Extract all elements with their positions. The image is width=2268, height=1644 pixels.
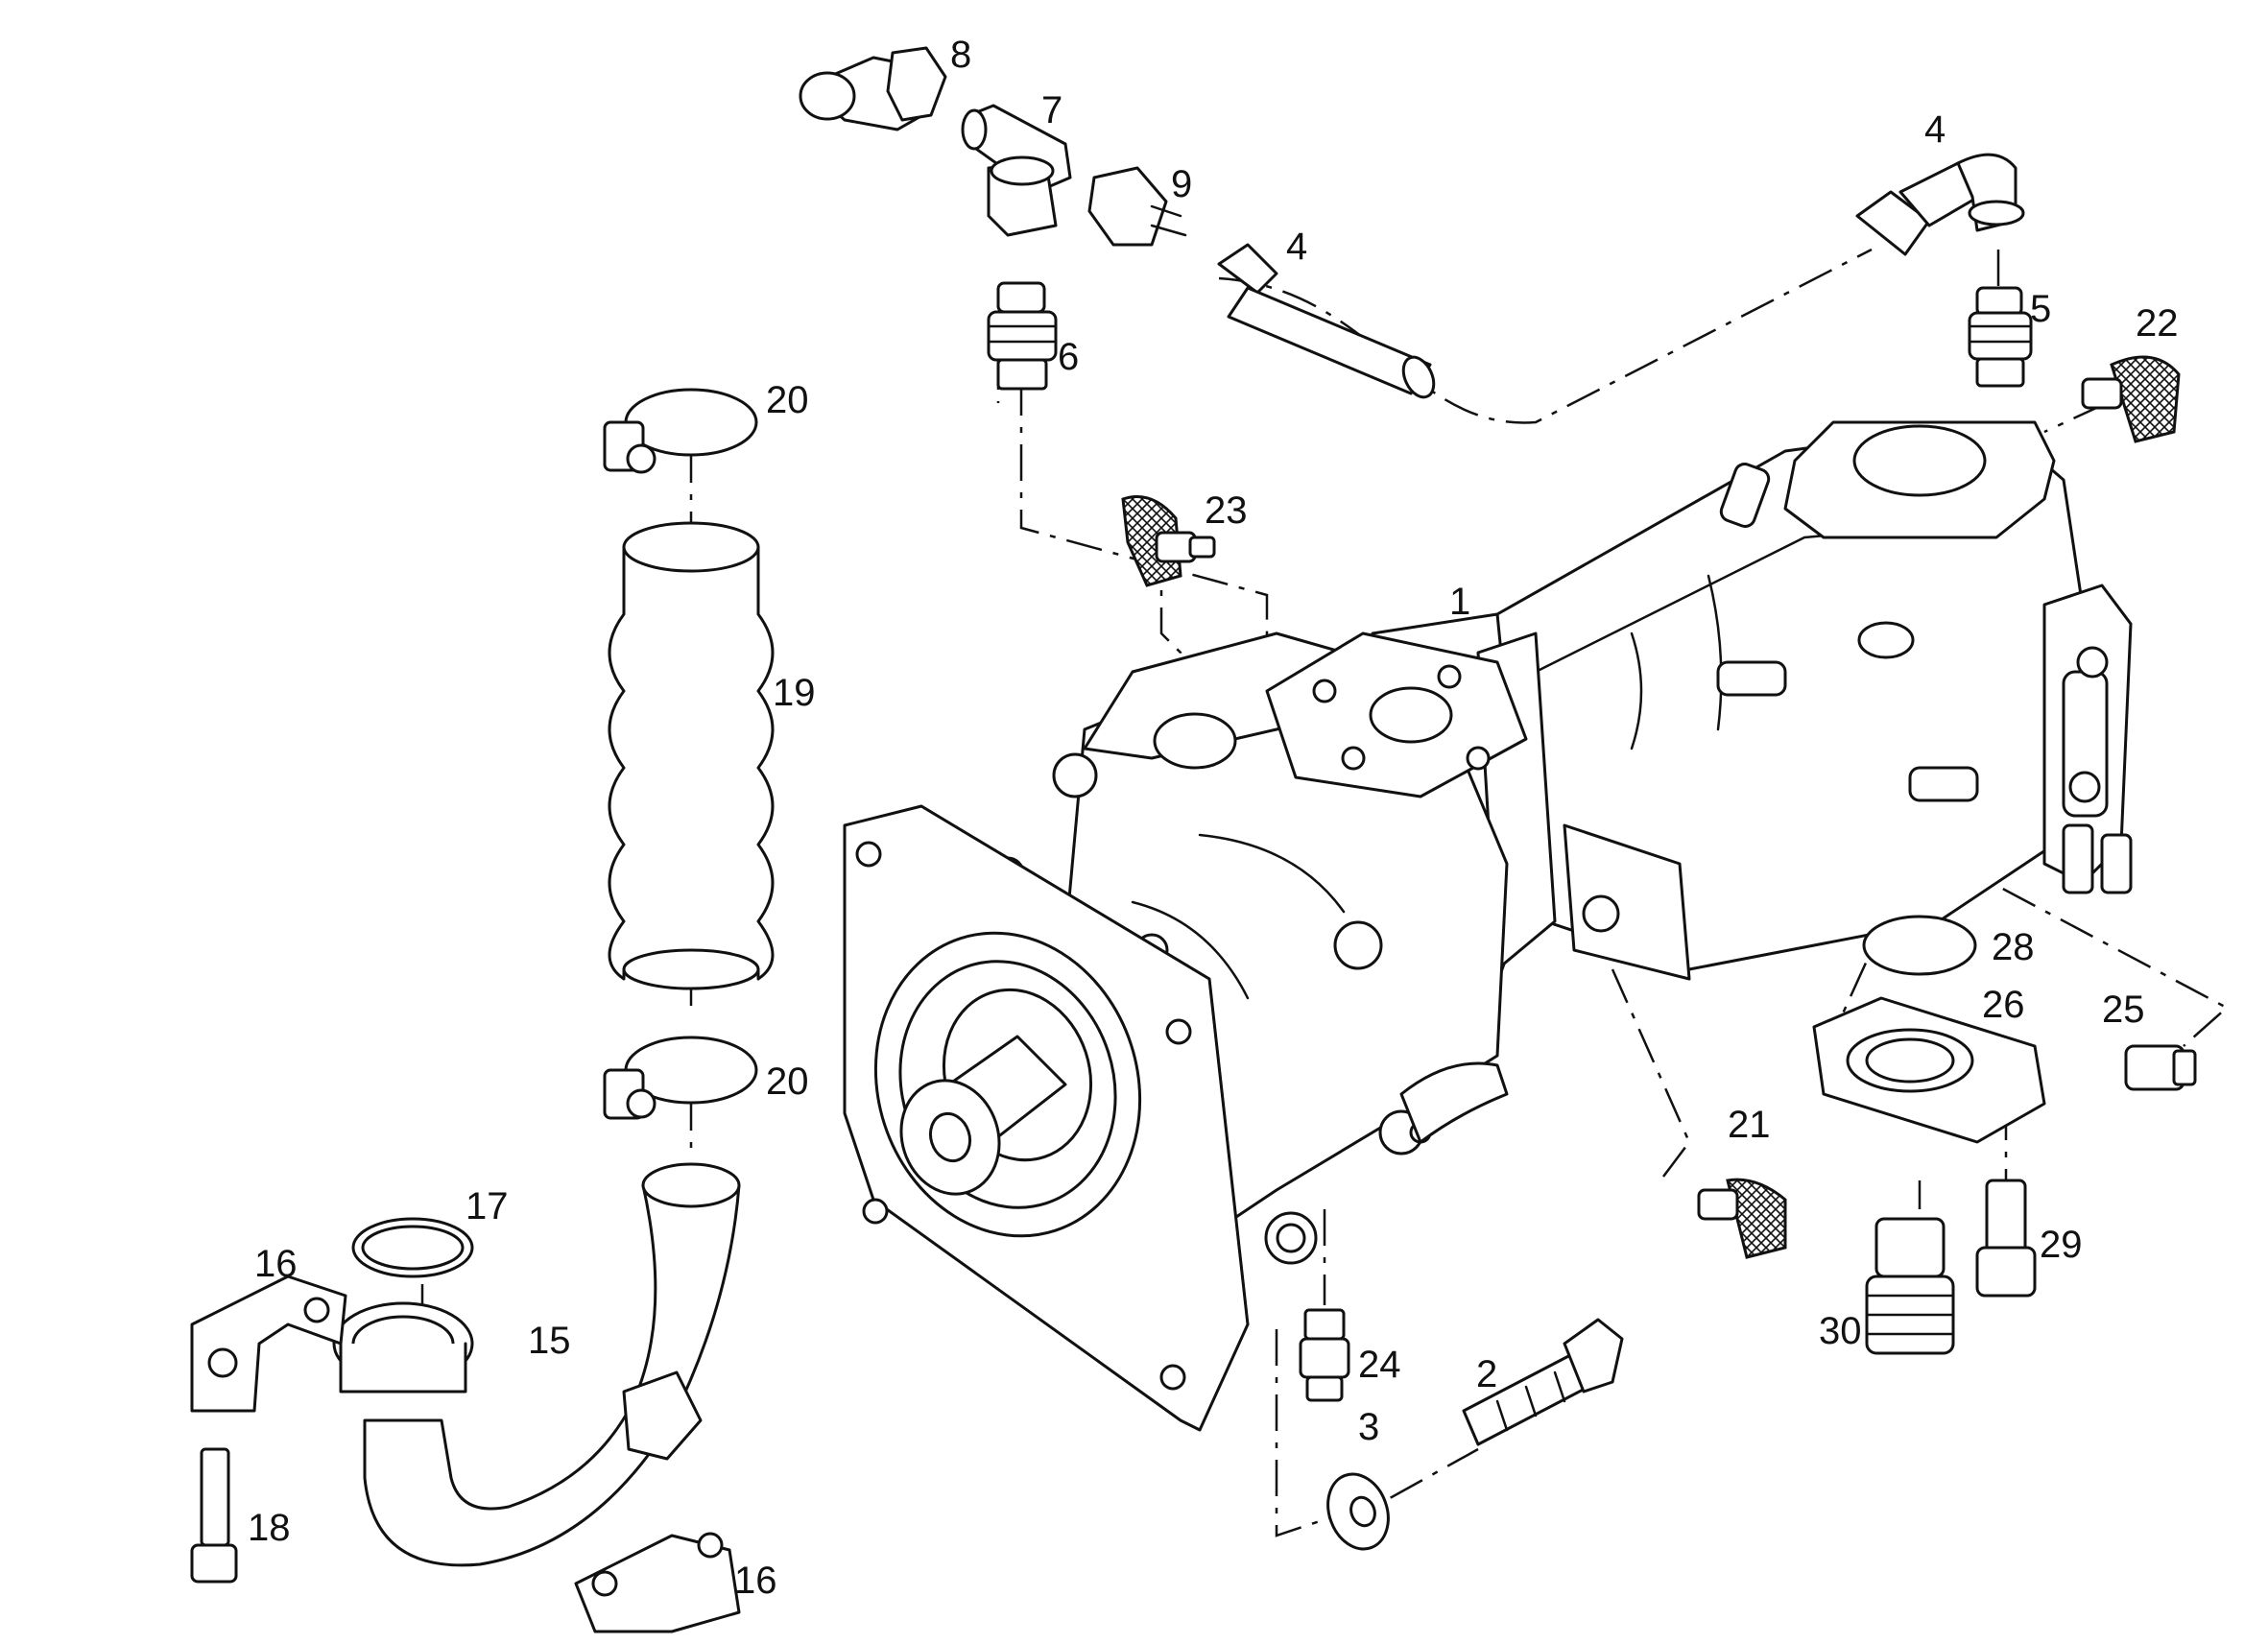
callout-21: 21 bbox=[1728, 1104, 1771, 1146]
callout-30: 30 bbox=[1819, 1310, 1862, 1352]
callout-1: 1 bbox=[1449, 581, 1470, 623]
callout-26: 26 bbox=[1982, 984, 2025, 1026]
callout-5: 5 bbox=[2030, 288, 2051, 330]
callout-7: 7 bbox=[1041, 89, 1062, 131]
callout-2: 2 bbox=[1476, 1353, 1497, 1395]
callout-15: 15 bbox=[528, 1320, 571, 1362]
callout-23: 23 bbox=[1205, 489, 1248, 532]
callout-4-right: 4 bbox=[1924, 108, 1946, 151]
callout-18: 18 bbox=[248, 1507, 291, 1549]
callout-16-left: 16 bbox=[254, 1243, 298, 1285]
callouts: 1 2 3 4 4 5 6 7 8 9 15 16 16 17 18 19 20… bbox=[248, 34, 2179, 1602]
callout-4-left: 4 bbox=[1286, 226, 1307, 268]
callout-22: 22 bbox=[2136, 302, 2179, 345]
callout-20-top: 20 bbox=[766, 379, 809, 421]
bottom-fittings bbox=[1299, 1308, 1624, 1551]
callout-8: 8 bbox=[950, 34, 971, 76]
right-parts bbox=[1812, 915, 2197, 1355]
callout-28: 28 bbox=[1992, 926, 2035, 968]
callout-9: 9 bbox=[1171, 163, 1192, 205]
callout-29: 29 bbox=[2040, 1224, 2083, 1266]
callout-3: 3 bbox=[1358, 1406, 1379, 1448]
callout-25: 25 bbox=[2102, 989, 2145, 1031]
hose-assembly bbox=[190, 388, 775, 1633]
sensors bbox=[1121, 355, 2181, 1259]
callout-17: 17 bbox=[466, 1185, 509, 1227]
callout-19: 19 bbox=[773, 672, 816, 714]
callout-24: 24 bbox=[1358, 1344, 1401, 1386]
top-fittings bbox=[799, 46, 2033, 399]
callout-6: 6 bbox=[1058, 336, 1079, 378]
callout-16-bottom: 16 bbox=[734, 1560, 777, 1602]
callout-20-bottom: 20 bbox=[766, 1060, 809, 1103]
pump-assembly bbox=[843, 420, 2133, 1432]
